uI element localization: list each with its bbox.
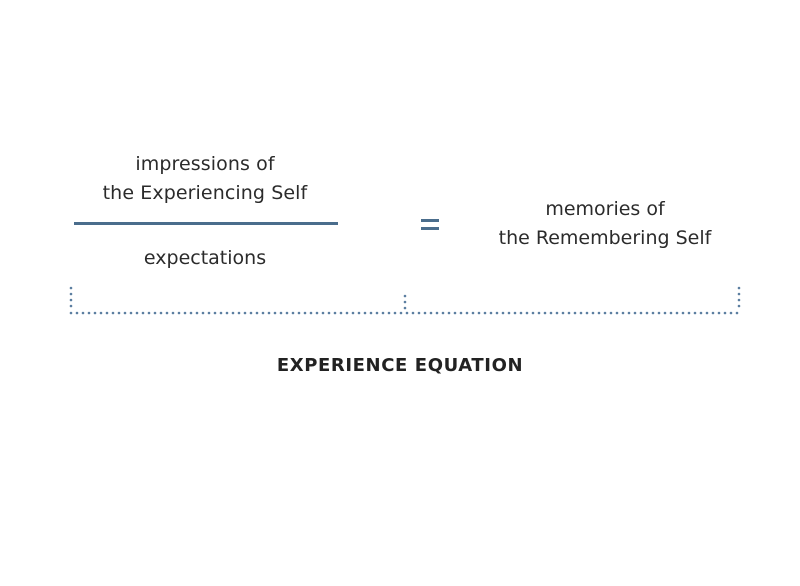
equals-bar-top: [421, 219, 439, 222]
result-line-2: the Remembering Self: [498, 227, 712, 249]
equals-sign: [421, 219, 439, 230]
numerator: impressions of the Experiencing Self: [70, 150, 340, 208]
bracket-middle-tick: [403, 294, 407, 310]
bracket-bottom-line: [69, 311, 739, 315]
numerator-line-1: impressions of: [135, 153, 275, 175]
result: memories of the Remembering Self: [470, 195, 740, 253]
fraction-bar: [74, 222, 338, 225]
diagram-caption: EXPERIENCE EQUATION: [276, 355, 524, 376]
bracket-right-tick: [737, 286, 741, 308]
equals-bar-bottom: [421, 227, 439, 230]
dotted-bracket: [69, 286, 741, 315]
result-line-1: memories of: [545, 198, 665, 220]
denominator: expectations: [143, 247, 267, 269]
bracket-left-tick: [69, 286, 73, 308]
numerator-line-2: the Experiencing Self: [102, 182, 308, 204]
